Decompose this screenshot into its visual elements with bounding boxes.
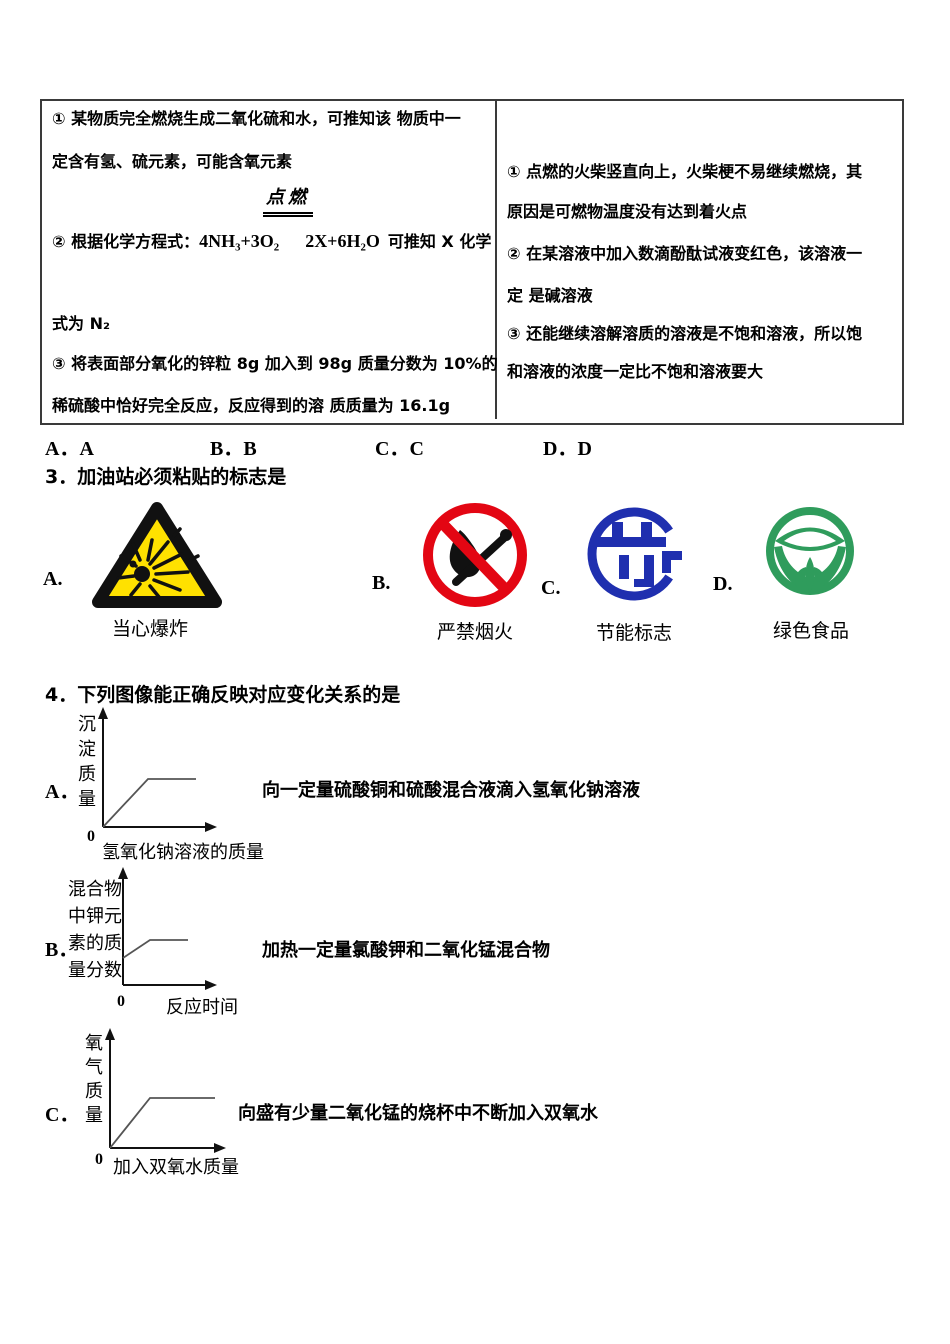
q3-option-b-label: 严禁烟火	[436, 621, 513, 643]
q3-option-b-letter: B.	[372, 572, 391, 594]
answer-option-a: A．A	[45, 438, 94, 460]
table-left-line2: 定含有氢、硫元素，可能含氧元素	[52, 152, 293, 171]
graph-a-letter: A．	[45, 781, 80, 803]
graph-a-ylabel: 沉淀质量	[78, 714, 96, 810]
table-right-line4: 定 是碱溶液	[507, 286, 593, 305]
equation-products: 2X+6H₂O	[305, 231, 380, 251]
graph-b-ylabel: 混合物中钾元素的质量分数	[68, 879, 122, 981]
table-left-line1: ① 某物质完全燃烧生成二氧化硫和水，可推知该 物质中一	[52, 109, 461, 128]
graph-c-xlabel: 加入双氧水质量	[113, 1157, 239, 1178]
equation-prefix: ② 根据化学方程式：	[52, 232, 200, 251]
no-fire-icon	[423, 503, 527, 607]
graph-b-letter: B．	[45, 939, 79, 961]
graph-a-origin: 0	[87, 828, 95, 845]
graph-b-xlabel: 反应时间	[166, 997, 238, 1018]
table-left-line7: 稀硫酸中恰好完全反应，反应得到的溶 质质量为 16.1g	[52, 396, 451, 415]
q3-option-a-letter: A.	[43, 568, 63, 590]
graph-c-origin: 0	[95, 1151, 103, 1168]
graph-a-description: 向一定量硫酸铜和硫酸混合液滴入氢氧化钠溶液	[262, 780, 640, 801]
table-left-line6: ③ 将表面部分氧化的锌粒 8g 加入到 98g 质量分数为 10%的	[52, 354, 498, 373]
table-divider	[495, 101, 497, 419]
answer-option-b: B．B	[210, 438, 257, 460]
graph-a-xlabel: 氢氧化钠溶液的质量	[102, 842, 264, 863]
graph-b-description: 加热一定量氯酸钾和二氧化锰混合物	[262, 940, 550, 961]
chemical-equation-line: ② 根据化学方程式： 4NH₃+3O₂ 2X+6H₂O 可推知 X 化学	[52, 228, 491, 252]
graph-b-axes	[118, 867, 217, 990]
equation-suffix: 可推知 X 化学	[387, 232, 492, 251]
equation-reactants: 4NH₃+3O₂	[199, 231, 280, 251]
table-right-line6: 和溶液的浓度一定比不饱和溶液要大	[507, 362, 764, 381]
green-food-icon	[766, 507, 854, 595]
q3-option-c-letter: C.	[541, 577, 561, 599]
comparison-table	[40, 99, 904, 425]
table-right-line3: ② 在某溶液中加入数滴酚酞试液变红色，该溶液一	[507, 244, 863, 263]
graph-c-description: 向盛有少量二氧化锰的烧杯中不断加入双氧水	[238, 1103, 598, 1124]
graph-b-origin: 0	[117, 993, 125, 1010]
table-left-line5: 式为 N₂	[52, 314, 110, 333]
graph-c-letter: C．	[45, 1104, 80, 1126]
graph-c-axes	[105, 1028, 226, 1153]
answer-option-d: D．D	[543, 438, 592, 460]
answer-option-c: C．C	[375, 438, 424, 460]
explosion-warning-icon	[92, 502, 222, 608]
energy-saving-icon	[587, 507, 682, 601]
q3-option-d-letter: D.	[713, 573, 733, 595]
q3-option-d-label: 绿色食品	[772, 620, 849, 642]
question3-title: 3．加油站必须粘贴的标志是	[45, 466, 287, 488]
reaction-condition-label: 点燃	[263, 183, 313, 217]
question4-title: 4．下列图像能正确反映对应变化关系的是	[45, 684, 401, 706]
table-right-line1: ① 点燃的火柴竖直向上，火柴梗不易继续燃烧，其	[507, 162, 863, 181]
table-right-line2: 原因是可燃物温度没有达到着火点	[507, 202, 748, 221]
graph-c-ylabel: 氧气质量	[85, 1033, 103, 1126]
q3-option-c-label: 节能标志	[595, 622, 672, 644]
reaction-condition-wrap: 点燃	[258, 183, 318, 217]
table-right-line5: ③ 还能继续溶解溶质的溶液是不饱和溶液，所以饱	[507, 324, 863, 343]
q3-option-a-label: 当心爆炸	[111, 618, 188, 640]
graph-a-axes	[98, 707, 217, 832]
